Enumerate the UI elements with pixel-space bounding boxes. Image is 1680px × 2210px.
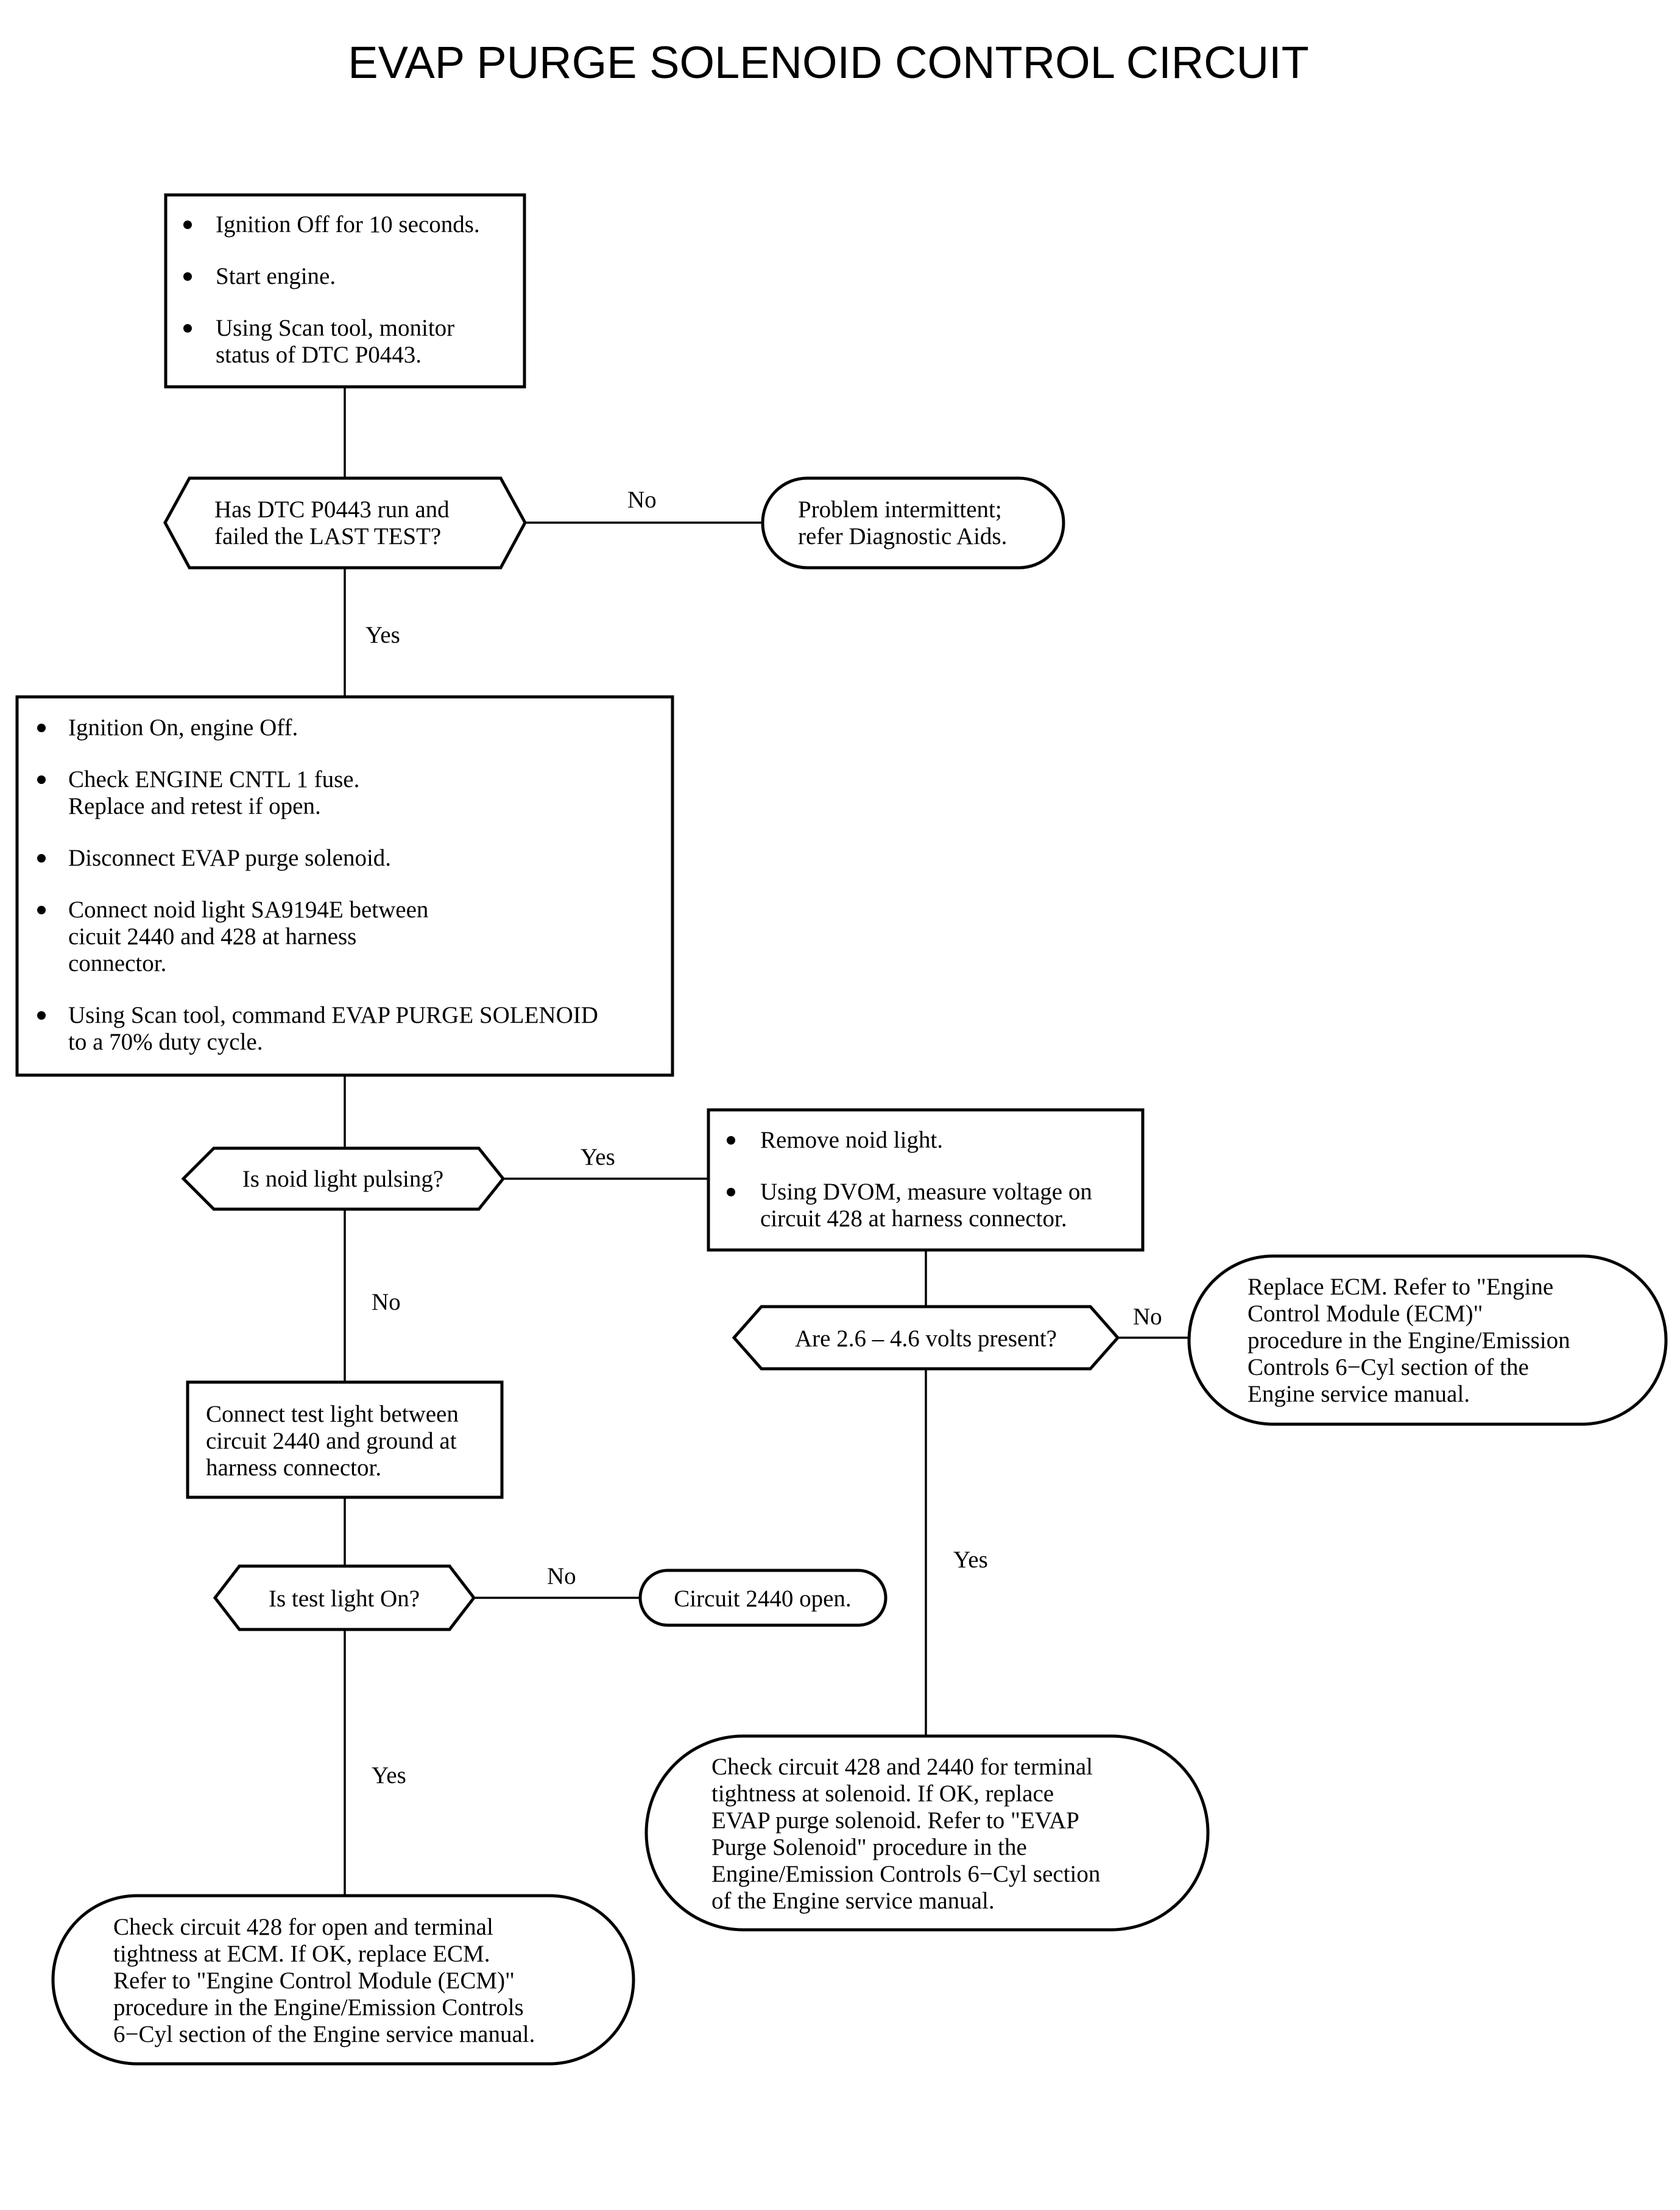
branch-label-decision2-no: No bbox=[372, 1289, 401, 1315]
text-line: Disconnect EVAP purge solenoid. bbox=[68, 845, 391, 871]
text-line: Start engine. bbox=[216, 263, 336, 289]
bullet-dot bbox=[37, 724, 46, 732]
text-line: circuit 428 at harness connector. bbox=[760, 1206, 1067, 1232]
text-line: Replace ECM. Refer to "Engine bbox=[1248, 1274, 1553, 1300]
terminal-replace-ecm bbox=[1187, 1254, 1668, 1426]
text-line: Connect noid light SA9194E between bbox=[68, 897, 428, 923]
process-box-remove-noid-light-text: Remove noid light. Using DVOM, measure vo… bbox=[727, 1127, 1092, 1232]
text-line: Engine/Emission Controls 6−Cyl section bbox=[711, 1861, 1100, 1887]
bullet-dot bbox=[727, 1188, 735, 1196]
decision-voltage-present bbox=[732, 1305, 1120, 1371]
process-box-ignition-on-text: Ignition On, engine Off. Check ENGINE CNT… bbox=[37, 715, 598, 1055]
text-line: to a 70% duty cycle. bbox=[68, 1029, 263, 1055]
bullet-dot bbox=[183, 221, 192, 229]
terminal-circuit-2440-open-text: Circuit 2440 open. bbox=[674, 1586, 851, 1612]
text-line: Connect test light between bbox=[206, 1401, 459, 1427]
terminal-check-ecm-tightness bbox=[51, 1894, 635, 2066]
decision-noid-light-pulsing-text: Is noid light pulsing? bbox=[242, 1166, 443, 1192]
text-line: status of DTC P0443. bbox=[216, 342, 422, 368]
branch-label-decision3-no: No bbox=[1133, 1304, 1162, 1330]
terminal-check-solenoid-tightness-text: Check circuit 428 and 2440 for terminalt… bbox=[711, 1754, 1100, 1914]
text-line: connector. bbox=[68, 950, 166, 976]
text-line: Has DTC P0443 run and bbox=[214, 496, 450, 523]
process-box-remove-noid-light bbox=[707, 1108, 1145, 1252]
diagram-title: EVAP PURGE SOLENOID CONTROL CIRCUIT bbox=[348, 37, 1309, 88]
text-line: Are 2.6 – 4.6 volts present? bbox=[795, 1326, 1057, 1352]
terminal-problem-intermittent-text: Problem intermittent;refer Diagnostic Ai… bbox=[798, 496, 1007, 549]
text-line: procedure in the Engine/Emission Control… bbox=[113, 1994, 524, 2021]
text-line: Check ENGINE CNTL 1 fuse. bbox=[68, 766, 359, 793]
text-line: Is test light On? bbox=[269, 1586, 420, 1612]
bullet-dot bbox=[37, 854, 46, 863]
process-box-ignition-on bbox=[15, 695, 674, 1077]
text-line: Controls 6−Cyl section of the bbox=[1248, 1354, 1529, 1380]
text-line: circuit 2440 and ground at bbox=[206, 1428, 457, 1454]
branch-label-decision3-yes: Yes bbox=[953, 1547, 988, 1573]
branch-label-decision2-yes: Yes bbox=[581, 1144, 615, 1170]
process-box-connect-test-light bbox=[186, 1380, 504, 1499]
text-line: Check circuit 428 for open and terminal bbox=[113, 1914, 493, 1940]
text-line: EVAP purge solenoid. Refer to "EVAP bbox=[711, 1807, 1079, 1834]
decision-test-light-on-text: Is test light On? bbox=[269, 1586, 420, 1612]
terminal-check-solenoid-tightness bbox=[644, 1734, 1210, 1932]
text-line: Ignition On, engine Off. bbox=[68, 715, 298, 741]
decision-voltage-present-text: Are 2.6 – 4.6 volts present? bbox=[795, 1326, 1057, 1352]
process-box-ignition-off bbox=[164, 193, 526, 389]
text-line: tightness at ECM. If OK, replace ECM. bbox=[113, 1941, 490, 1967]
branch-label-decision1-no: No bbox=[627, 487, 657, 513]
bullet-dot bbox=[37, 775, 46, 784]
branch-label-decision1-yes: Yes bbox=[365, 622, 400, 648]
bullet-dot bbox=[37, 906, 46, 914]
text-line: Ignition Off for 10 seconds. bbox=[216, 211, 480, 238]
connectors bbox=[344, 387, 1189, 1896]
process-box-ignition-off-text: Ignition Off for 10 seconds. Start engine… bbox=[183, 211, 480, 368]
text-line: Is noid light pulsing? bbox=[242, 1166, 443, 1192]
text-line: Control Module (ECM)" bbox=[1248, 1301, 1483, 1327]
bullet-dot bbox=[37, 1011, 46, 1020]
text-line: refer Diagnostic Aids. bbox=[798, 523, 1007, 549]
text-line: harness connector. bbox=[206, 1455, 381, 1481]
text-line: Remove noid light. bbox=[760, 1127, 943, 1153]
text-line: Problem intermittent; bbox=[798, 496, 1002, 523]
text-line: Refer to "Engine Control Module (ECM)" bbox=[113, 1968, 515, 1994]
branch-label-decision4-yes: Yes bbox=[372, 1762, 406, 1788]
decision-dtc-p0443-ran bbox=[163, 476, 527, 570]
text-line: cicuit 2440 and 428 at harness bbox=[68, 923, 356, 950]
terminal-circuit-2440-open bbox=[638, 1569, 888, 1627]
text-line: of the Engine service manual. bbox=[711, 1888, 995, 1914]
bullet-dot bbox=[183, 324, 192, 333]
text-line: Using DVOM, measure voltage on bbox=[760, 1179, 1092, 1205]
text-line: procedure in the Engine/Emission bbox=[1248, 1327, 1570, 1354]
terminal-check-ecm-tightness-text: Check circuit 428 for open and terminalt… bbox=[113, 1914, 535, 2047]
bullet-dot bbox=[183, 272, 192, 281]
bullet-dot bbox=[727, 1136, 735, 1145]
text-line: Engine service manual. bbox=[1248, 1381, 1470, 1407]
text-line: Purge Solenoid" procedure in the bbox=[711, 1834, 1027, 1860]
text-line: 6−Cyl section of the Engine service manu… bbox=[113, 2021, 535, 2047]
branch-label-decision4-no: No bbox=[547, 1563, 576, 1589]
decision-test-light-on bbox=[213, 1564, 476, 1631]
text-line: Using Scan tool, monitor bbox=[216, 315, 454, 341]
text-line: tightness at solenoid. If OK, replace bbox=[711, 1781, 1054, 1807]
text-line: failed the LAST TEST? bbox=[214, 523, 441, 549]
terminal-problem-intermittent bbox=[761, 476, 1065, 570]
text-line: Check circuit 428 and 2440 for terminal bbox=[711, 1754, 1093, 1780]
text-line: Circuit 2440 open. bbox=[674, 1586, 851, 1612]
decision-noid-light-pulsing bbox=[181, 1146, 506, 1211]
text-line: Using Scan tool, command EVAP PURGE SOLE… bbox=[68, 1002, 598, 1028]
text-line: Replace and retest if open. bbox=[68, 793, 321, 819]
